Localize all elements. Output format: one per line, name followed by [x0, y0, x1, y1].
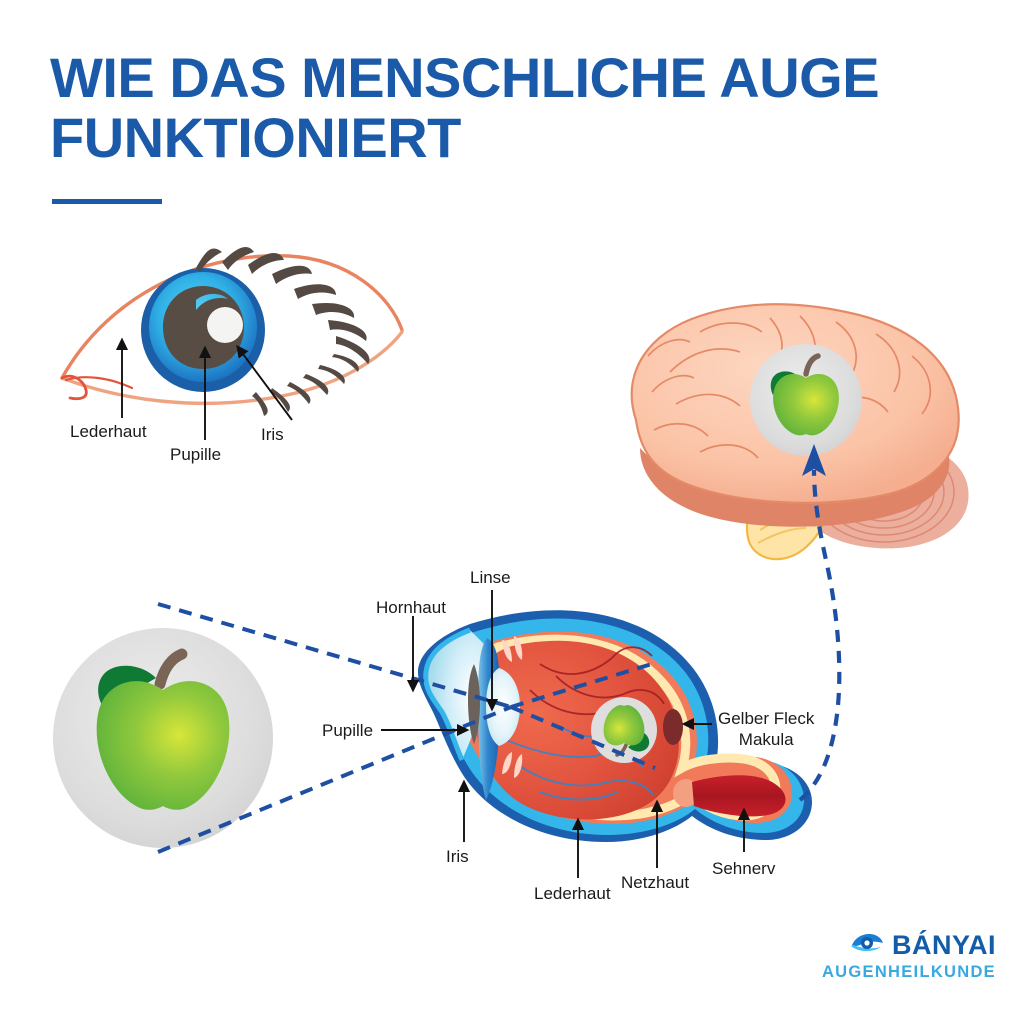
apple-stem	[803, 353, 821, 377]
lower-lid-line	[60, 330, 404, 406]
macula	[663, 709, 683, 745]
label-lederhaut-front: Lederhaut	[70, 422, 147, 441]
neural-signal-path	[798, 444, 842, 802]
apple-leaf	[770, 371, 798, 395]
label-pupille-front: Pupille	[170, 445, 222, 464]
label-iris-front: Iris	[261, 425, 284, 444]
light-ray-top-inverted	[510, 661, 656, 709]
label-sehnerv: Sehnerv	[712, 859, 776, 878]
tear-duct-fold	[64, 376, 134, 390]
signal-arrowhead	[802, 444, 826, 476]
eyelashes-lower	[252, 354, 359, 416]
brain-percept	[750, 344, 862, 456]
brainstem-fold-2	[757, 527, 807, 544]
brain-illustration	[630, 303, 969, 561]
apple-upright	[770, 353, 839, 436]
page-title: WIE DAS MENSCHLICHE AUGE FUNKTIONIERT	[50, 46, 880, 170]
retinal-image	[591, 697, 657, 763]
optic-nerve-core	[692, 775, 786, 817]
label-gelber-fleck-makula: Gelber Fleck Makula	[718, 709, 815, 750]
tear-duct	[60, 374, 88, 401]
signal-dashed-curve	[798, 469, 842, 802]
label-pupille-section: Pupille	[322, 721, 374, 740]
temporal-lobe	[640, 448, 950, 527]
light-ray-bottom	[157, 705, 512, 854]
stimulus-apple-stem	[154, 648, 188, 690]
logo-subtitle: AUGENHEILKUNDE	[821, 962, 996, 981]
eye-icon	[850, 932, 884, 958]
apple-inverted	[603, 705, 650, 757]
stimulus-apple-upright	[96, 648, 230, 810]
stimulus-apple-body	[96, 681, 230, 810]
light-ray-top	[157, 602, 512, 709]
brand-logo[interactable]: BÁNYAI AUGENHEILKUNDE	[821, 929, 996, 981]
light-rays	[157, 602, 656, 854]
pupil-highlight	[207, 307, 243, 343]
label-hornhaut: Hornhaut	[376, 598, 446, 617]
apple-body	[773, 374, 839, 436]
label-iris-section: Iris	[446, 847, 469, 866]
lens	[486, 668, 520, 746]
front-eye-illustration	[60, 246, 404, 440]
light-ray-bottom-inverted	[510, 705, 656, 770]
eyelashes-upper	[196, 246, 370, 364]
apple-inverted-body	[603, 705, 645, 746]
eye-icon-svg	[850, 934, 883, 952]
ciliary-body	[502, 636, 523, 778]
eye-cross-section	[418, 610, 812, 842]
apple-inverted-stem	[615, 743, 628, 757]
section-leaders	[381, 590, 751, 878]
pupil	[163, 286, 244, 369]
title-underline-rule	[52, 199, 162, 204]
logo-name: BÁNYAI	[891, 929, 996, 960]
label-lederhaut-section: Lederhaut	[534, 884, 611, 903]
label-linse: Linse	[470, 568, 511, 587]
vitreous-body	[473, 640, 679, 820]
label-netzhaut: Netzhaut	[621, 873, 690, 892]
stimulus-illustration	[53, 628, 273, 848]
leader-iris-front	[236, 344, 293, 421]
